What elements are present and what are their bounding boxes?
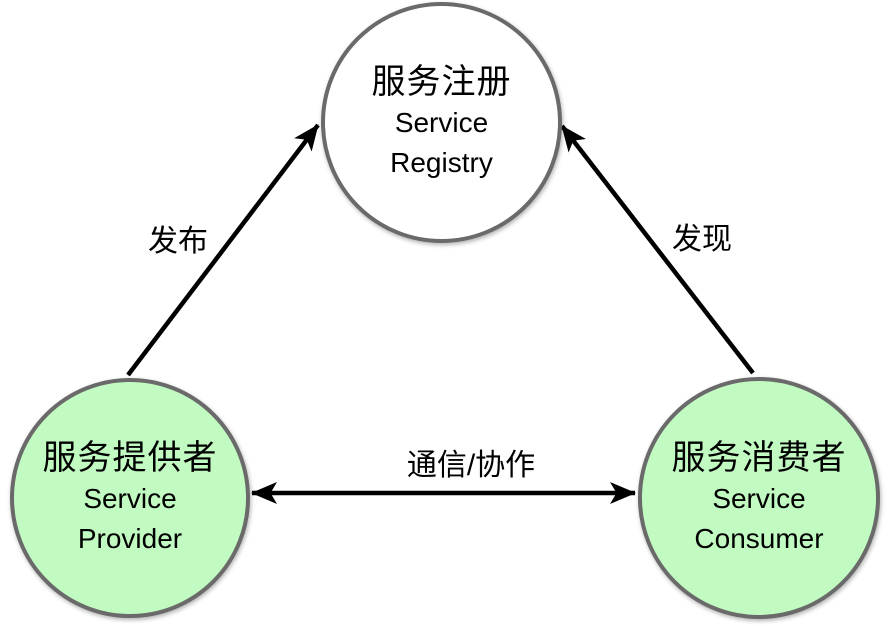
publish-arrow (126, 123, 320, 377)
discover-arrow (560, 124, 755, 375)
registry-label-en-line1: Service (394, 107, 489, 138)
consumer-label-en-line1: Service (712, 482, 806, 514)
node-service-registry: 服务注册 Service Registry (321, 2, 562, 243)
registry-label-en-line2: Registry (390, 147, 493, 178)
provider-label-en-line1: Service (83, 482, 177, 514)
registry-label-zh: 服务注册 (371, 63, 512, 101)
provider-label-zh: 服务提供者 (42, 438, 218, 477)
consumer-label-en-line2: Consumer (694, 522, 824, 554)
node-service-consumer: 服务消费者 Service Consumer (638, 377, 880, 619)
communicate-edge-label: 通信/协作 (406, 449, 536, 482)
discover-edge-label: 发现 (672, 223, 732, 256)
consumer-label-zh: 服务消费者 (671, 438, 847, 477)
provider-label-en-line2: Provider (77, 522, 183, 554)
node-service-provider: 服务提供者 Service Provider (10, 378, 250, 618)
publish-edge-label: 发布 (148, 225, 208, 258)
